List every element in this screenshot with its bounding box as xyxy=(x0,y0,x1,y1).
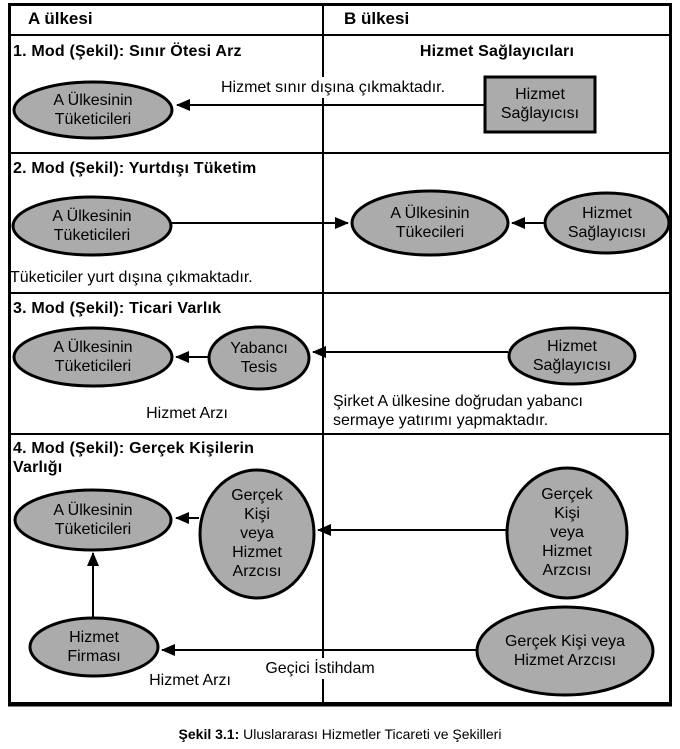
mode4-natural-person-b-wide-ellipse xyxy=(475,605,655,697)
label-line: Sağlayıcısı xyxy=(567,224,647,241)
mode1-arrow-label: Hizmet sınır dışına çıkmaktadır. xyxy=(185,77,481,98)
mode1-title: 1. Mod (Şekil): Sınır Ötesi Arz xyxy=(13,43,242,60)
mode4-natural-person-b-wide-label: Gerçek Kişi veya Hizmet Arzcısı xyxy=(477,632,653,670)
mode4-natural-person-a-ellipse xyxy=(198,468,316,600)
label-line: Şirket A ülkesine doğrudan yabancı xyxy=(333,393,583,410)
mode3-consumers-label: A Ülkesinin Tüketicileri xyxy=(18,338,168,376)
mode3-foreign-facility-label: Yabancı Tesis xyxy=(209,339,309,377)
figure-caption-text: Uluslararası Hizmetler Ticareti ve Şekil… xyxy=(243,726,502,742)
label-line: Tüketicileri xyxy=(53,227,131,244)
mode3-title: 3. Mod (Şekil): Ticari Varlık xyxy=(13,300,222,317)
label-line: Gerçek Kişi veya xyxy=(504,633,626,650)
label-line: Tüketicileri xyxy=(54,521,132,538)
label-line: Gerçek xyxy=(541,486,593,503)
label-line: Arzcısı xyxy=(232,563,282,580)
mode4-natural-person-b-label: Gerçek Kişi veya Hizmet Arzcısı xyxy=(507,485,627,580)
mode2-consumers-abroad-label: A Ülkesinin Tükecileri xyxy=(355,204,505,242)
label-line: Tükecileri xyxy=(395,224,465,241)
mode1-consumers-ellipse xyxy=(12,80,174,140)
label-line: Sağlayıcısı xyxy=(500,105,580,122)
label-line: Hizmet xyxy=(582,205,632,222)
mode3-provider-label: Hizmet Sağlayıcısı xyxy=(510,337,634,375)
label-line: sermaye yatırımı yapmaktadır. xyxy=(333,412,549,429)
label-line: Yabancı xyxy=(230,340,288,357)
mode2-consumers-ellipse xyxy=(11,195,173,257)
label-line: veya xyxy=(240,525,274,542)
mode3-note: Şirket A ülkesine doğrudan yabancı serma… xyxy=(333,392,583,430)
mode1-providers-header: Hizmet Sağlayıcıları xyxy=(419,43,575,60)
label-line: Hizmet xyxy=(69,629,119,646)
label-line: Tesis xyxy=(240,359,278,376)
label-line: veya xyxy=(550,524,584,541)
mode2-consumers-abroad-ellipse xyxy=(350,189,510,257)
mode2-note: Tüketiciler yurt dışına çıkmaktadır. xyxy=(10,269,253,286)
mode4-consumers-label: A Ülkesinin Tüketicileri xyxy=(18,501,168,539)
mode3-provider-ellipse xyxy=(507,326,637,386)
label-line: Hizmet Arzcısı xyxy=(513,652,617,669)
mode1-provider-box-label: Hizmet Sağlayıcısı xyxy=(485,85,595,123)
label-line: Gerçek xyxy=(231,487,283,504)
mode1-provider-box xyxy=(483,75,597,134)
label-line: Hizmet xyxy=(547,338,597,355)
label-line: Varlığı xyxy=(13,459,63,476)
header-country-b: B ülkesi xyxy=(344,9,410,28)
label-line: Tüketicileri xyxy=(54,111,132,128)
header-country-a: A ülkesi xyxy=(28,9,93,28)
label-line: A Ülkesinin xyxy=(390,205,470,222)
label-line: A Ülkesinin xyxy=(53,339,133,356)
mode4-service-firm-label: Hizmet Firması xyxy=(30,628,158,666)
label-line: A Ülkesinin xyxy=(52,208,132,225)
label-line: 4. Mod (Şekil): Gerçek Kişilerin xyxy=(13,440,255,457)
label-line: Firması xyxy=(67,648,121,665)
label-line: Arzcısı xyxy=(542,562,592,579)
label-line: Kişi xyxy=(244,506,270,523)
mode3-foreign-facility-ellipse xyxy=(207,325,311,391)
label-line: A Ülkesinin xyxy=(53,502,133,519)
mode4-natural-person-b-ellipse xyxy=(505,466,629,600)
mode3-supply-label: Hizmet Arzı xyxy=(146,405,228,422)
label-line: A Ülkesinin xyxy=(53,92,133,109)
mode1-consumers-label: A Ülkesinin Tüketicileri xyxy=(18,91,168,129)
mode2-provider-ellipse xyxy=(543,191,671,255)
label-line: Hizmet xyxy=(542,543,592,560)
mode2-consumers-label: A Ülkesinin Tüketicileri xyxy=(17,207,167,245)
label-line: Hizmet xyxy=(515,86,565,103)
label-line: Hizmet xyxy=(232,544,282,561)
mode4-supply-label: Hizmet Arzı xyxy=(149,672,231,689)
mode2-provider-label: Hizmet Sağlayıcısı xyxy=(545,204,669,242)
mode4-title: 4. Mod (Şekil): Gerçek Kişilerin Varlığı xyxy=(13,439,254,477)
mode4-service-firm-ellipse xyxy=(28,616,160,678)
figure-caption: Şekil 3.1: Uluslararası Hizmetler Ticare… xyxy=(0,726,680,742)
mode4-natural-person-a-label: Gerçek Kişi veya Hizmet Arzcısı xyxy=(200,486,314,581)
figure-caption-number: Şekil 3.1: xyxy=(178,726,240,742)
label-line: Kişi xyxy=(554,505,580,522)
mode2-title: 2. Mod (Şekil): Yurtdışı Tüketim xyxy=(13,160,257,177)
mode4-consumers-ellipse xyxy=(13,488,173,552)
mode4-temp-employment-label: Geçici İstihdam xyxy=(250,658,390,679)
label-line: Tüketicileri xyxy=(54,358,132,375)
mode3-consumers-ellipse xyxy=(12,326,174,388)
label-line: Sağlayıcısı xyxy=(532,357,612,374)
